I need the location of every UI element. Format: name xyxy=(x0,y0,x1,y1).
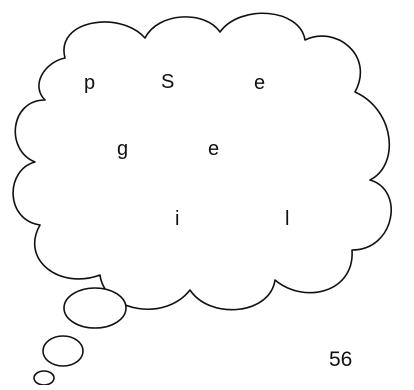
thought-bubble-medium xyxy=(42,335,84,367)
letter-5: e xyxy=(208,138,220,160)
letter-2: S xyxy=(161,71,175,93)
page-number: 56 xyxy=(329,348,353,371)
letter-7: l xyxy=(285,208,290,230)
letter-4: g xyxy=(117,138,129,160)
thought-cloud xyxy=(12,12,392,311)
letter-3: e xyxy=(254,72,266,94)
thought-bubble-large xyxy=(63,287,127,329)
thought-bubble-small xyxy=(33,370,55,386)
letter-1: p xyxy=(84,72,96,94)
letter-6: i xyxy=(175,208,180,230)
